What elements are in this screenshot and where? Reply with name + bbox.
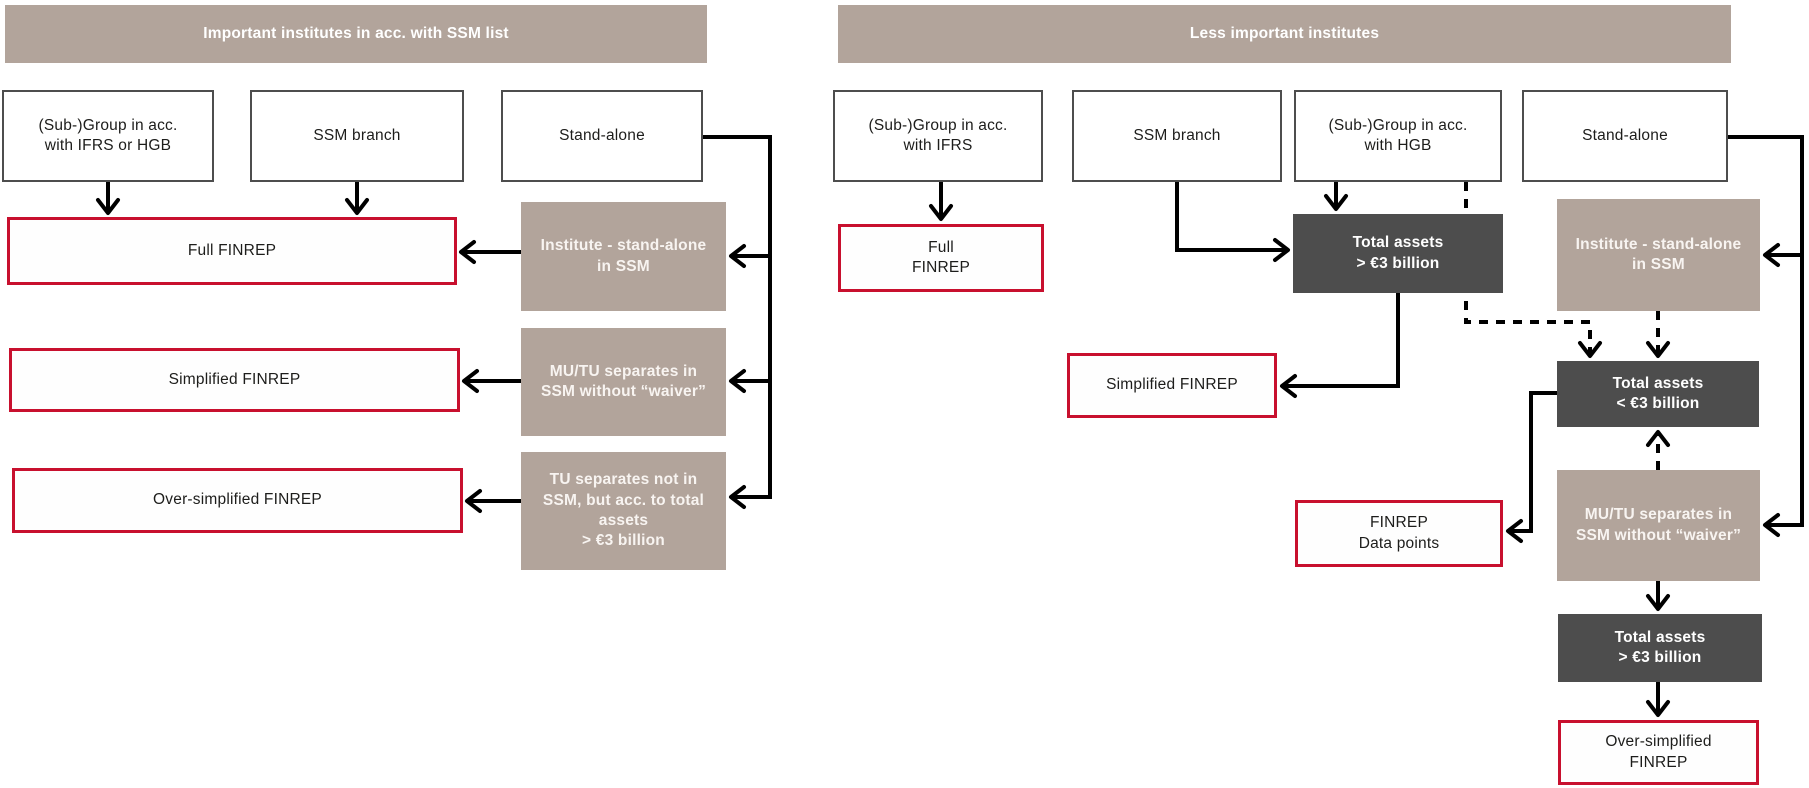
box-left-ssm-branch: SSM branch [250, 90, 464, 182]
box-right-over-simplified-finrep: Over-simplified FINREP [1558, 720, 1759, 785]
header-less-important-institutes: Less important institutes [838, 5, 1731, 63]
box-right-mu-tu-separates: MU/TU separates in SSM without “waiver” [1557, 470, 1760, 581]
arrow-right-ssmbranch-to-dark1 [1175, 182, 1290, 262]
box-right-finrep-data-points: FINREP Data points [1295, 500, 1503, 567]
box-left-simplified-finrep: Simplified FINREP [9, 348, 460, 412]
box-left-institute-stand-alone-ssm: Institute - stand-alone in SSM [521, 202, 726, 311]
box-left-tu-separates-not-in-ssm: TU separates not in SSM, but acc. to tot… [521, 452, 726, 570]
header-important-institutes: Important institutes in acc. with SSM li… [5, 5, 707, 63]
box-right-institute-stand-alone-ssm: Institute - stand-alone in SSM [1557, 199, 1760, 311]
box-right-stand-alone: Stand-alone [1522, 90, 1728, 182]
line-right-standalone-trunk [1728, 135, 1804, 537]
box-right-ssm-branch: SSM branch [1072, 90, 1282, 182]
box-right-total-assets-gt-3bn-bottom: Total assets > €3 billion [1558, 614, 1762, 682]
box-left-full-finrep: Full FINREP [7, 217, 457, 285]
box-right-subgroup-ifrs: (Sub-)Group in acc. with IFRS [833, 90, 1043, 182]
arrow-right-dark1-to-simplified [1280, 293, 1400, 398]
box-right-total-assets-gt-3bn-top: Total assets > €3 billion [1293, 214, 1503, 293]
line-left-standalone-trunk [703, 135, 772, 509]
box-left-subgroup-ifrs-hgb: (Sub-)Group in acc. with IFRS or HGB [2, 90, 214, 182]
arrow-right-dark2-to-datapoints [1506, 391, 1557, 543]
box-right-simplified-finrep: Simplified FINREP [1067, 353, 1277, 418]
box-left-stand-alone: Stand-alone [501, 90, 703, 182]
box-left-over-simplified-finrep: Over-simplified FINREP [12, 468, 463, 533]
box-right-subgroup-hgb: (Sub-)Group in acc. with HGB [1294, 90, 1502, 182]
box-right-total-assets-lt-3bn: Total assets < €3 billion [1557, 361, 1759, 427]
box-right-full-finrep: Full FINREP [838, 224, 1044, 292]
box-left-mu-tu-separates: MU/TU separates in SSM without “waiver” [521, 328, 726, 436]
